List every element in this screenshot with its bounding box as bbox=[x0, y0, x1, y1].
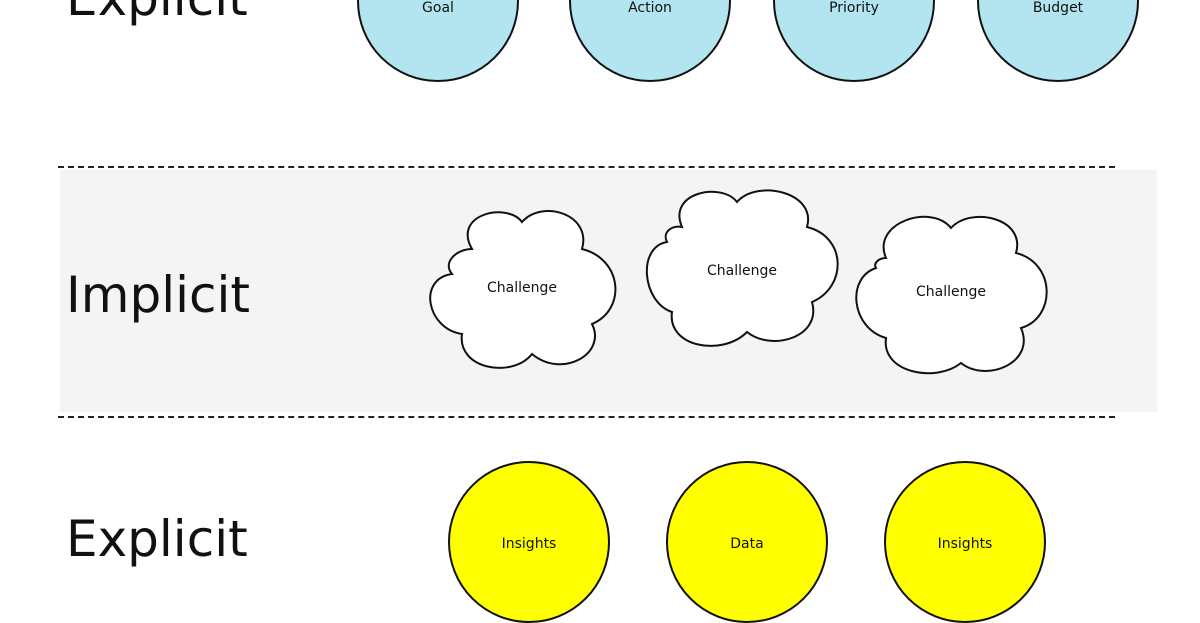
goal-node-label: Goal bbox=[422, 0, 454, 16]
priority-node-label: Priority bbox=[829, 0, 879, 16]
challenge-cloud-1-label: Challenge bbox=[487, 280, 557, 296]
top-dashed-divider bbox=[58, 166, 1115, 168]
cloud-shape-3 bbox=[855, 215, 1048, 375]
challenge-cloud-3: Challenge bbox=[851, 208, 1051, 378]
challenge-cloud-1: Challenge bbox=[422, 204, 622, 374]
budget-node: Budget bbox=[977, 0, 1139, 82]
row-label-explicit-bottom: Explicit bbox=[66, 510, 248, 568]
challenge-cloud-3-label: Challenge bbox=[916, 284, 986, 300]
data-node: Data bbox=[666, 461, 828, 623]
row-label-explicit-top: Explicit bbox=[66, 0, 248, 23]
bottom-dashed-divider bbox=[58, 416, 1115, 418]
insights-node-1: Insights bbox=[448, 461, 610, 623]
insights-node-1-label: Insights bbox=[501, 536, 557, 552]
insights-node-2: Insights bbox=[884, 461, 1046, 623]
insights-node-2-label: Insights bbox=[937, 536, 993, 552]
cloud-shape-2 bbox=[645, 189, 839, 347]
row-label-implicit: Implicit bbox=[66, 266, 250, 324]
data-node-label: Data bbox=[730, 536, 764, 552]
budget-node-label: Budget bbox=[1032, 0, 1084, 16]
cloud-shape-1 bbox=[429, 210, 617, 369]
action-node-label: Action bbox=[628, 0, 672, 16]
challenge-cloud-2: Challenge bbox=[642, 187, 842, 357]
action-node: Action bbox=[569, 0, 731, 82]
goal-node: Goal bbox=[357, 0, 519, 82]
priority-node: Priority bbox=[773, 0, 935, 82]
challenge-cloud-2-label: Challenge bbox=[707, 263, 777, 279]
